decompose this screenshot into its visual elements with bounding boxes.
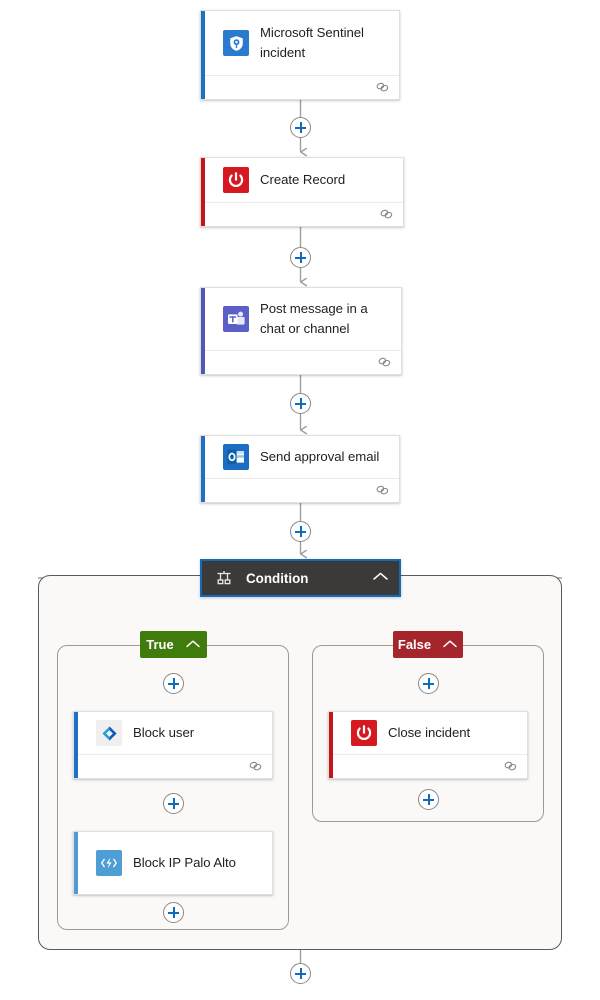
add-step-button-add-after-post-message[interactable]: [290, 393, 311, 414]
action-card-block-ip-palo-alto[interactable]: Block IP Palo Alto: [73, 831, 273, 895]
card-accent-bar: [201, 11, 205, 99]
action-card-post-message[interactable]: Post message in a chat or channel: [200, 287, 402, 375]
card-footer: [201, 75, 399, 99]
card-header: Close incident: [329, 712, 527, 754]
card-footer: [201, 350, 401, 374]
card-title: Close incident: [388, 724, 471, 740]
card-header: Create Record: [201, 158, 403, 202]
teams-icon: [223, 306, 249, 332]
branch-badge-false-branch[interactable]: False: [393, 631, 463, 658]
branch-label: True: [146, 637, 174, 652]
card-accent-bar: [201, 288, 205, 374]
card-footer: [329, 754, 527, 778]
card-footer: [201, 478, 399, 502]
chain-link-icon[interactable]: [379, 207, 394, 225]
card-header: Microsoft Sentinel incident: [201, 11, 399, 75]
add-step-button-add-true-branch-middle[interactable]: [163, 793, 184, 814]
add-step-button-add-after-condition[interactable]: [290, 963, 311, 984]
azure-ad-diamond-icon: [96, 720, 122, 746]
card-header: Post message in a chat or channel: [201, 288, 401, 350]
add-step-button-add-after-create-record[interactable]: [290, 247, 311, 268]
chevron-up-icon[interactable]: [185, 637, 201, 652]
power-button-icon: [223, 167, 249, 193]
chevron-up-icon[interactable]: [372, 569, 389, 587]
card-accent-bar: [74, 712, 78, 778]
custom-connector-icon: [96, 850, 122, 876]
outlook-icon: [223, 444, 249, 470]
add-step-button-add-false-branch-bottom[interactable]: [418, 789, 439, 810]
card-accent-bar: [74, 832, 78, 894]
chain-link-icon[interactable]: [248, 759, 263, 777]
condition-node[interactable]: Condition: [200, 559, 401, 597]
chain-link-icon[interactable]: [377, 355, 392, 373]
add-step-button-add-true-branch-bottom[interactable]: [163, 902, 184, 923]
action-card-send-approval-email[interactable]: Send approval email: [200, 435, 400, 503]
card-title: Block user: [133, 724, 195, 740]
card-title: Create Record: [260, 171, 346, 187]
chevron-up-icon[interactable]: [442, 637, 458, 652]
condition-fork-icon: [214, 568, 234, 588]
action-card-create-record[interactable]: Create Record: [200, 157, 404, 227]
add-step-button-add-false-branch-top[interactable]: [418, 673, 439, 694]
action-card-block-user[interactable]: Block user: [73, 711, 273, 779]
add-step-button-add-after-trigger[interactable]: [290, 117, 311, 138]
sentinel-shield-icon: [223, 30, 249, 56]
card-header: Block user: [74, 712, 272, 754]
action-card-close-incident[interactable]: Close incident: [328, 711, 528, 779]
card-accent-bar: [329, 712, 333, 778]
card-accent-bar: [201, 436, 205, 502]
chain-link-icon[interactable]: [375, 483, 390, 501]
card-footer: [201, 202, 403, 226]
add-step-button-add-after-send-email[interactable]: [290, 521, 311, 542]
power-button-icon: [351, 720, 377, 746]
branch-label: False: [397, 637, 432, 652]
chain-link-icon[interactable]: [503, 759, 518, 777]
branch-badge-true-branch[interactable]: True: [140, 631, 207, 658]
chain-link-icon[interactable]: [375, 80, 390, 98]
card-title: Send approval email: [260, 448, 380, 464]
card-header: Block IP Palo Alto: [74, 832, 272, 894]
card-footer: [74, 754, 272, 778]
card-header: Send approval email: [201, 436, 399, 478]
card-title: Post message in a chat or channel: [260, 300, 368, 336]
action-card-sentinel-incident[interactable]: Microsoft Sentinel incident: [200, 10, 400, 100]
card-title: Microsoft Sentinel incident: [260, 24, 364, 60]
condition-label: Condition: [246, 570, 309, 586]
add-step-button-add-true-branch-top[interactable]: [163, 673, 184, 694]
card-title: Block IP Palo Alto: [133, 854, 236, 870]
card-accent-bar: [201, 158, 205, 226]
